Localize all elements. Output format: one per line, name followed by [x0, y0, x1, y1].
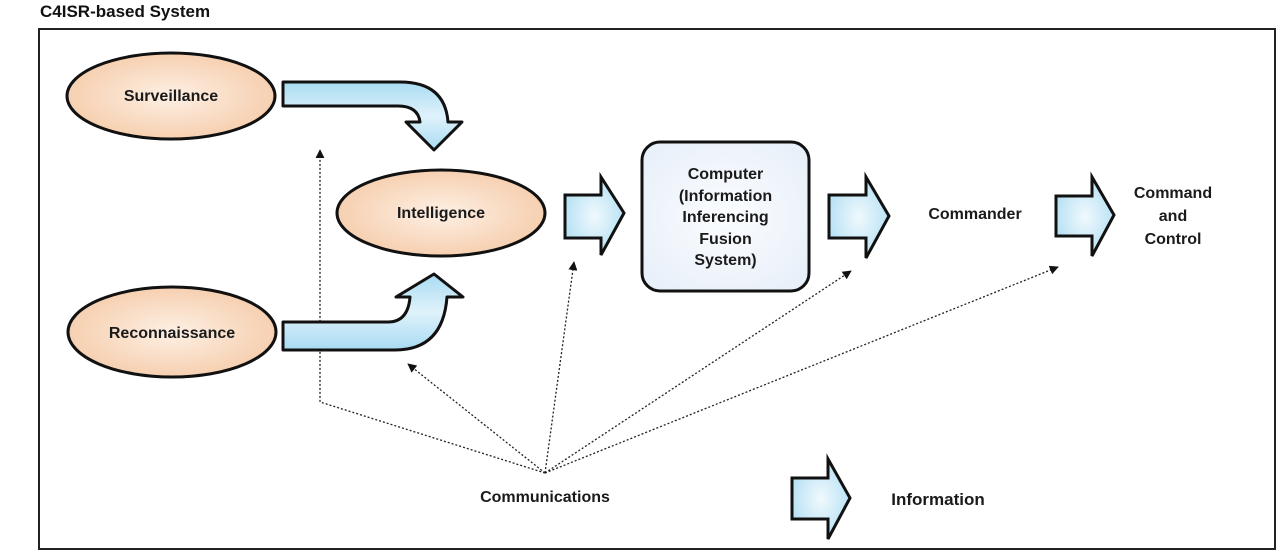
surveillance-flow-arrow: [281, 80, 464, 152]
communications-label: Communications: [480, 489, 610, 506]
intelligence-to-computer-arrow: [563, 171, 626, 256]
command-control-line: and: [1158, 208, 1188, 225]
comm-link-computer: [544, 261, 578, 474]
comm-link-command-control: [544, 265, 1059, 474]
computer-label-line: System): [694, 252, 757, 269]
computer-to-commander-arrow: [827, 171, 891, 259]
intelligence-label: Intelligence: [396, 205, 486, 222]
computer-label-line: Fusion: [699, 230, 752, 248]
command-control-line: Control: [1144, 231, 1202, 248]
comm-link-intelligence: [407, 363, 546, 474]
reconnaissance-flow-arrow: [281, 272, 465, 352]
surveillance-label: Surveillance: [123, 88, 219, 105]
commander-label: Commander: [928, 206, 1022, 223]
legend-information-arrow-icon: [790, 453, 852, 540]
computer-label-line: Computer: [687, 166, 764, 183]
legend-information-label: Information: [891, 490, 985, 509]
surveillance-node: [65, 51, 277, 141]
intelligence-node: [335, 168, 547, 258]
reconnaissance-node: [66, 285, 278, 379]
command-control-line: Command: [1133, 185, 1213, 202]
diagram-title: C4ISR-based System: [40, 2, 211, 21]
commander-to-command-control-arrow: [1054, 171, 1116, 257]
computer-label-line: (Information: [678, 187, 773, 205]
computer-node: [640, 140, 811, 293]
reconnaissance-label: Reconnaissance: [108, 325, 236, 342]
computer-label-line: Inferencing: [682, 209, 769, 226]
comm-link-commander: [544, 270, 852, 474]
computer-label: Computer (Information Inferencing Fusion…: [642, 164, 809, 272]
command-and-control-label: Command and Control: [1118, 182, 1228, 251]
